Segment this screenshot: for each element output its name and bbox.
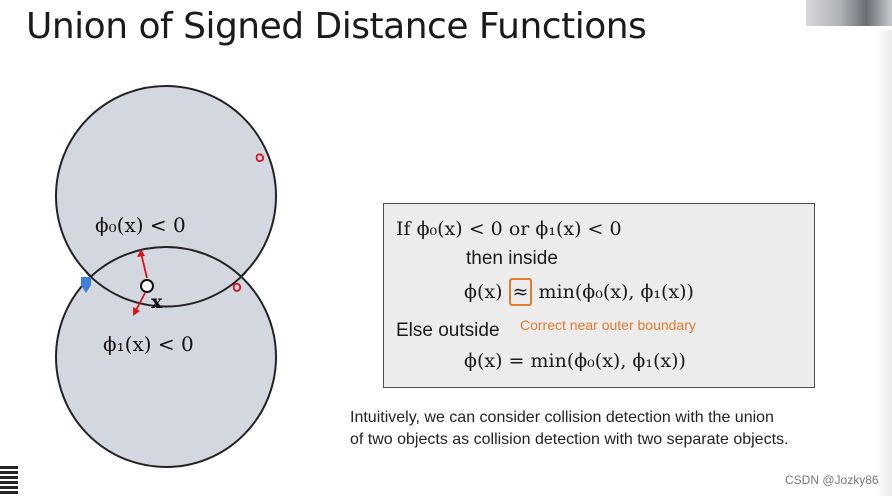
label-phi1: ϕ₁(x) < 0 [103, 332, 194, 356]
pen-mark-lower [232, 282, 242, 292]
slide-title: Union of Signed Distance Functions [26, 6, 647, 47]
presenter-webcam-thumbnail [806, 0, 892, 26]
arrow-up-line [140, 252, 148, 279]
label-phi0: ϕ₀(x) < 0 [95, 213, 186, 237]
approx-symbol-highlight: ≈ [508, 278, 533, 306]
arrow-down-line [134, 292, 146, 313]
orange-annotation: Correct near outer boundary [520, 317, 696, 333]
explanation-line-2: of two objects as collision detection wi… [350, 431, 789, 448]
condition-if-line: If ϕ₀(x) < 0 or ϕ₁(x) < 0 [396, 218, 622, 240]
arrow-up-head [137, 249, 145, 257]
slide-edge-shadow [876, 30, 892, 496]
arrow-down-head [133, 307, 140, 316]
pen-mark-upper [255, 153, 265, 162]
point-label: x [151, 291, 163, 313]
condition-box: If ϕ₀(x) < 0 or ϕ₁(x) < 0 then inside ϕ(… [383, 203, 815, 388]
then-inside-label: then inside [466, 248, 558, 269]
blue-marker [81, 277, 91, 293]
approx-equation: ϕ(x) ≈ min(ϕ₀(x), ϕ₁(x)) [464, 278, 694, 306]
explanation-text: Intuitively, we can consider collision d… [350, 407, 788, 451]
qr-code-icon [0, 466, 18, 494]
approx-equation-rhs: min(ϕ₀(x), ϕ₁(x)) [538, 281, 694, 303]
else-outside-label: Else outside [396, 320, 500, 341]
circle-phi1 [55, 246, 277, 468]
circle-phi0-lower-arc [85, 271, 247, 308]
explanation-line-1: Intuitively, we can consider collision d… [350, 409, 774, 426]
csdn-watermark: CSDN @Jozky86 [785, 473, 879, 487]
exact-equation: ϕ(x) = min(ϕ₀(x), ϕ₁(x)) [464, 350, 686, 372]
approx-equation-lhs: ϕ(x) [464, 281, 503, 303]
query-point [140, 279, 154, 293]
